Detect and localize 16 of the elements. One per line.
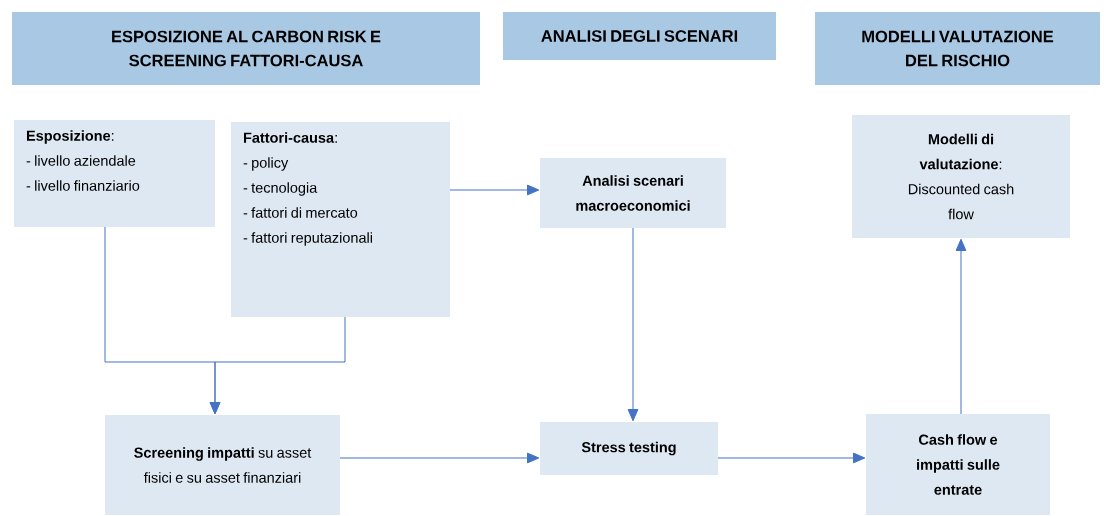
process-box: Cash flow e impatti sulle entrate: [866, 414, 1050, 515]
process-box: Stress testing: [540, 422, 718, 475]
arrow: [717, 452, 866, 464]
process-box: Screening impatti su asset fisici e su asset finanziari: [105, 415, 340, 515]
arrow: [955, 238, 967, 415]
arrow: [449, 184, 540, 196]
arrow: [209, 316, 346, 415]
column-header: ANALISI DEGLI SCENARI: [503, 12, 776, 60]
process-box: Analisi scenari macroeconomici: [540, 158, 726, 228]
process-box: Fattori-causa: - policy - tecnologia - fattori di mercato - fattori reputazionali: [231, 122, 450, 317]
arrow: [339, 452, 540, 464]
column-header: ESPOSIZIONE AL CARBON RISK E SCREENING FATTORI-CAUSA: [12, 12, 480, 85]
process-box: Modelli di valutazione: Discounted cash flow: [852, 115, 1070, 238]
arrow: [627, 227, 639, 422]
process-box: Esposizione: - livello aziendale - livello finanziario: [14, 120, 215, 227]
column-header: MODELLI VALUTAZIONE DEL RISCHIO: [815, 12, 1100, 85]
